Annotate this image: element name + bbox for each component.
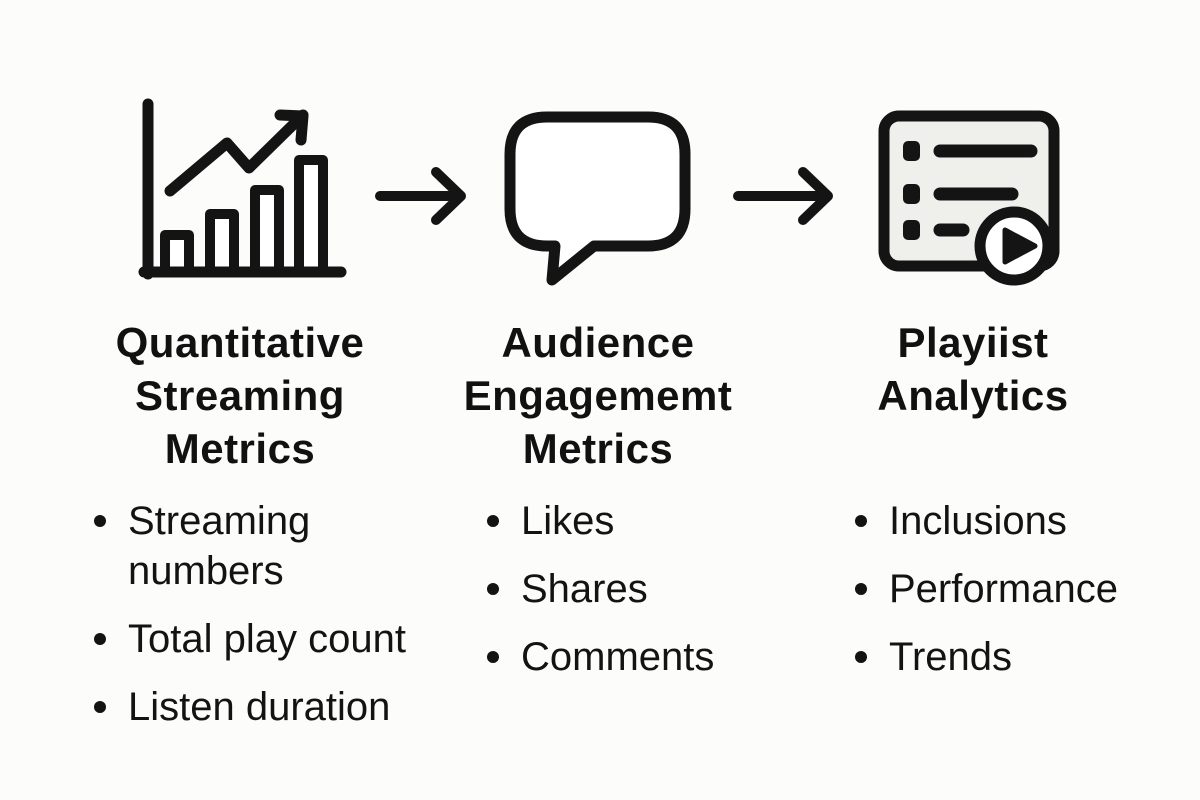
- bar-1: [160, 230, 194, 277]
- bullet-icon: [94, 633, 106, 645]
- list-quantitative-streaming-metrics: Streaming numbers Total play count Liste…: [94, 496, 406, 750]
- list-item: Listen duration: [94, 682, 406, 732]
- list-item-label: Inclusions: [889, 499, 1067, 543]
- column-title-quantitative-streaming-metrics: Quantitative Streaming Metrics: [90, 316, 390, 475]
- list-bullet-2: [903, 184, 920, 204]
- bullet-icon: [855, 583, 867, 595]
- list-item: Likes: [487, 496, 714, 546]
- bullet-icon: [487, 651, 499, 663]
- bar-3: [250, 185, 284, 277]
- speech-bubble-icon: [504, 111, 691, 286]
- title-line: Audience: [501, 319, 695, 366]
- list-item: Comments: [487, 632, 714, 682]
- list-bullet-3: [903, 220, 920, 240]
- list-audience-engagement-metrics: Likes Shares Comments: [487, 496, 714, 700]
- bullet-icon: [855, 515, 867, 527]
- column-title-playlist-analytics: Playiist Analytics: [823, 316, 1123, 422]
- bullet-icon: [855, 651, 867, 663]
- list-item-label: Streaming: [128, 499, 311, 543]
- bullet-icon: [94, 515, 106, 527]
- list-item-label: Total play count: [128, 617, 406, 661]
- bar-4: [294, 155, 328, 277]
- list-item-label: Likes: [521, 499, 615, 543]
- list-playlist-analytics: Inclusions Performance Trends: [855, 496, 1118, 700]
- playlist-play-icon: [878, 110, 1060, 286]
- list-item-label: Listen duration: [128, 685, 391, 729]
- list-item-label: Shares: [521, 567, 648, 611]
- bullet-icon: [487, 583, 499, 595]
- title-line: Quantitative: [115, 319, 365, 366]
- list-item-label: Performance: [889, 567, 1118, 611]
- column-title-audience-engagement-metrics: Audience Engagememt Metrics: [448, 316, 748, 475]
- right-arrow-icon: [375, 167, 466, 225]
- list-item: Performance: [855, 564, 1118, 614]
- bar-2: [205, 209, 239, 277]
- title-line: Streaming: [135, 372, 345, 419]
- list-item: Total play count: [94, 614, 406, 664]
- title-line: Metrics: [164, 425, 316, 472]
- list-bullet-1: [903, 141, 920, 161]
- list-item-label: Trends: [889, 635, 1013, 679]
- trend-line: [164, 109, 309, 197]
- right-arrow-icon: [733, 167, 833, 225]
- title-line: Metrics: [522, 425, 674, 472]
- bullet-icon: [94, 701, 106, 713]
- list-item-label: Comments: [521, 635, 715, 679]
- play-triangle: [1002, 227, 1038, 265]
- list-item: Streaming numbers: [94, 496, 406, 596]
- trend-arrowhead: [274, 109, 309, 146]
- list-item: Shares: [487, 564, 714, 614]
- list-item: Trends: [855, 632, 1118, 682]
- list-item-label: numbers: [128, 549, 284, 593]
- list-item: Inclusions: [855, 496, 1118, 546]
- bullet-icon: [487, 515, 499, 527]
- title-line: Analytics: [877, 372, 1069, 419]
- title-line: Engagememt: [463, 372, 733, 419]
- bar-chart-trend-icon: [138, 98, 347, 280]
- title-line: Playiist: [897, 319, 1049, 366]
- bubble-outline: [504, 111, 691, 286]
